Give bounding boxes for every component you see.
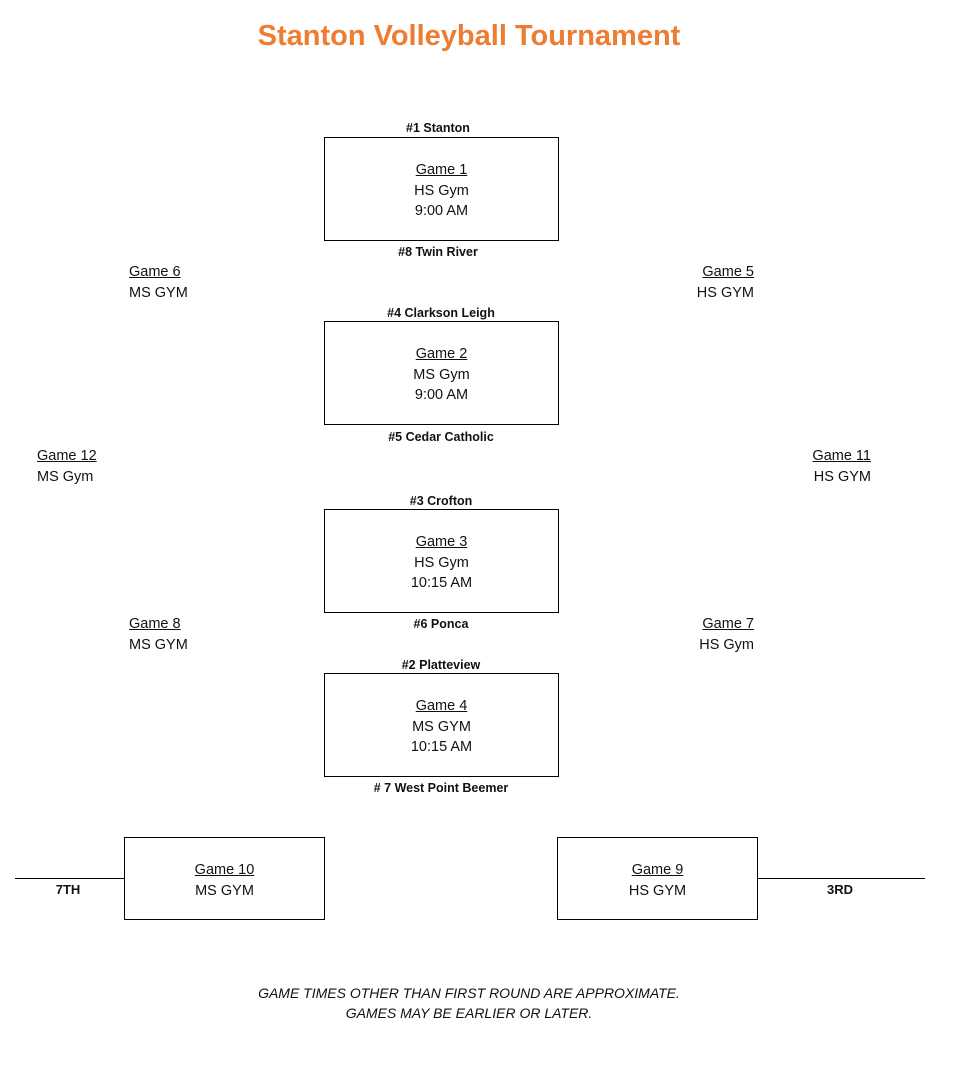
game-12-gym: MS Gym (37, 468, 94, 485)
game-7-label: Game 7 (702, 616, 754, 632)
game-12-label: Game 12 (37, 448, 97, 464)
page-title: Stanton Volleyball Tournament (257, 20, 681, 52)
game-6-label: Game 6 (129, 264, 181, 280)
team-bottom-game-4: # 7 West Point Beemer (373, 781, 509, 795)
game-4-label: Game 4 (415, 698, 468, 714)
team-top-game-3: #3 Crofton (409, 494, 473, 508)
game-4-gym: MS GYM (412, 718, 471, 735)
game-5-gym: HS GYM (696, 284, 754, 301)
game-3-label: Game 3 (415, 534, 468, 550)
team-top-game-2: #4 Clarkson Leigh (387, 306, 495, 320)
game-9-gym: HS GYM (628, 882, 687, 899)
team-top-game-1: #1 Stanton (406, 121, 470, 135)
team-bottom-game-1: #8 Twin River (398, 245, 478, 259)
team-top-game-4: #2 Platteview (401, 658, 481, 672)
game-6-block: Game 6 MS GYM (129, 262, 188, 303)
game-5-label: Game 5 (702, 264, 754, 280)
game-2-gym: MS Gym (413, 366, 470, 383)
game-7-gym: HS Gym (699, 636, 754, 653)
team-bottom-game-2: #5 Cedar Catholic (388, 430, 494, 444)
game-11-gym: HS GYM (813, 468, 871, 485)
game-8-gym: MS GYM (129, 636, 188, 653)
game-1-label: Game 1 (415, 162, 468, 178)
game-3-box: Game 3 HS Gym 10:15 AM (324, 509, 559, 613)
game-4-box: Game 4 MS GYM 10:15 AM (324, 673, 559, 777)
game-1-time: 9:00 AM (414, 203, 469, 219)
game-1-gym: HS Gym (414, 182, 469, 199)
footer-note-line-1: GAME TIMES OTHER THAN FIRST ROUND ARE AP… (258, 985, 680, 1001)
game-12-block: Game 12 MS Gym (37, 446, 97, 487)
game-6-gym: MS GYM (129, 284, 188, 301)
team-bottom-game-3: #6 Ponca (413, 617, 469, 631)
game-3-time: 10:15 AM (410, 575, 473, 591)
game-11-label: Game 11 (812, 448, 871, 464)
game-1-box: Game 1 HS Gym 9:00 AM (324, 137, 559, 241)
game-5-block: Game 5 HS GYM (654, 262, 754, 303)
game-10-label: Game 10 (194, 862, 255, 878)
seventh-place-label: 7TH (55, 882, 81, 897)
game-2-time: 9:00 AM (414, 387, 469, 403)
game-3-gym: HS Gym (414, 554, 469, 571)
game-2-label: Game 2 (415, 346, 468, 362)
game-10-box: Game 10 MS GYM (124, 837, 325, 920)
footer-note-line-2: GAMES MAY BE EARLIER OR LATER. (345, 1005, 593, 1021)
third-place-line (758, 878, 925, 879)
game-9-label: Game 9 (631, 862, 684, 878)
game-2-box: Game 2 MS Gym 9:00 AM (324, 321, 559, 425)
seventh-place-line (15, 878, 125, 879)
game-8-label: Game 8 (129, 616, 181, 632)
game-8-block: Game 8 MS GYM (129, 614, 188, 655)
third-place-label: 3RD (826, 882, 853, 897)
game-9-box: Game 9 HS GYM (557, 837, 758, 920)
game-11-block: Game 11 HS GYM (771, 446, 871, 487)
game-4-time: 10:15 AM (410, 739, 473, 755)
game-7-block: Game 7 HS Gym (654, 614, 754, 655)
game-10-gym: MS GYM (195, 882, 254, 899)
